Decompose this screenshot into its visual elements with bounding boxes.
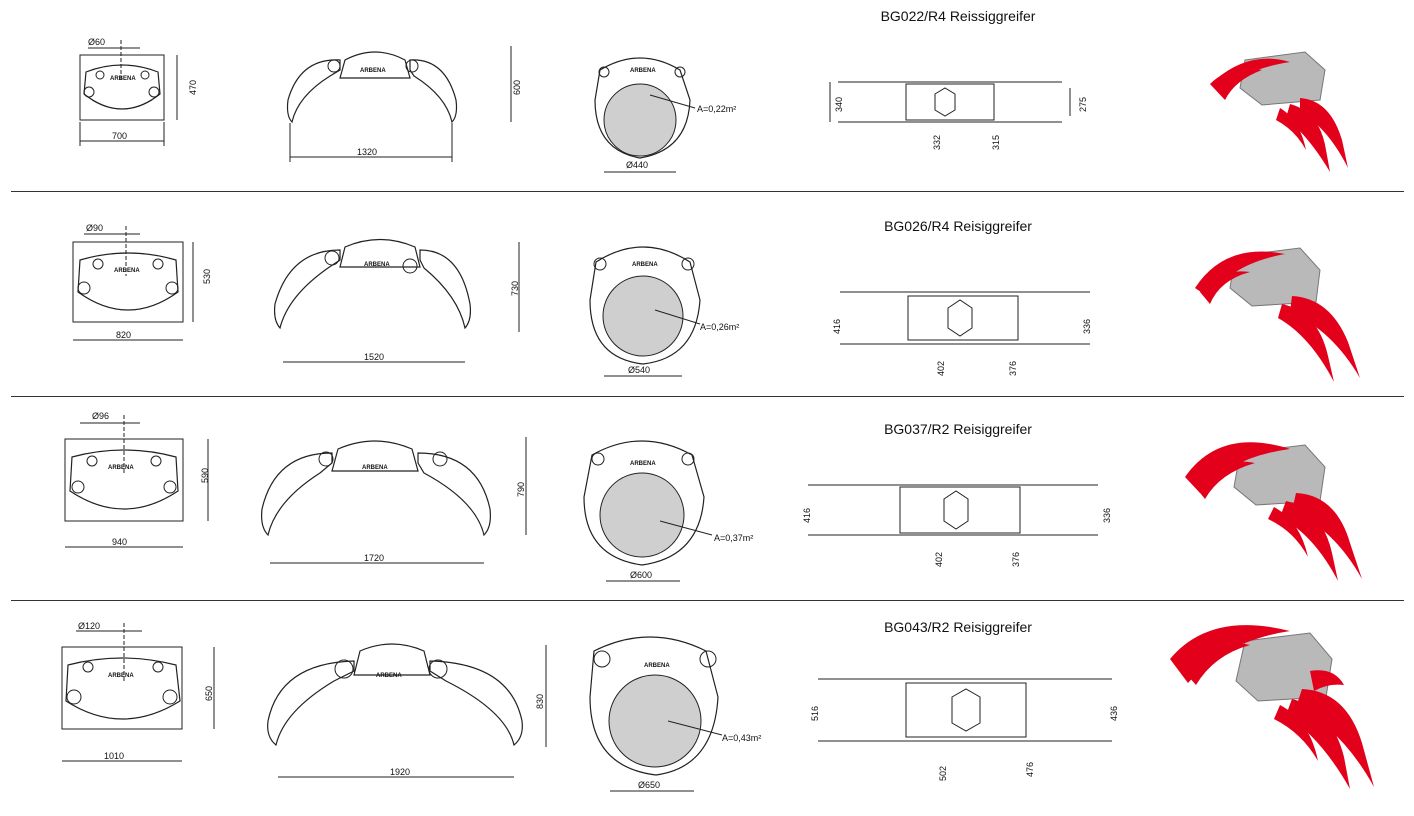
front-view: ARBENA Ø96 940 590 — [64, 411, 210, 548]
top-dim-b: 275 — [1078, 97, 1088, 112]
opening-area: A=0,26m² — [700, 322, 739, 332]
brand-plate: ARBENA — [632, 262, 658, 268]
front-view: ARBENA Ø60 700 470 — [79, 37, 198, 146]
side-height: 830 — [535, 694, 545, 709]
opening-view: ARBENA A=0,37m² Ø600 — [583, 440, 753, 582]
top-dim-d: 315 — [991, 135, 1001, 150]
opening-diameter: Ø600 — [630, 570, 652, 580]
side-span: 1320 — [357, 147, 377, 157]
grapple-3d-render — [1170, 625, 1374, 789]
brand-plate: ARBENA — [360, 68, 386, 74]
opening-diameter: Ø650 — [638, 780, 660, 790]
side-height: 600 — [512, 80, 522, 95]
side-view: ARBENA 1320 600 — [286, 46, 522, 162]
opening-area: A=0,37m² — [714, 533, 753, 543]
drawing-set: ARBENA Ø120 1010 650 ARBENA 1920 830 — [61, 621, 1374, 792]
side-view: ARBENA 1720 790 — [261, 437, 527, 564]
side-height: 790 — [516, 482, 526, 497]
drawing-set: ARBENA Ø96 940 590 ARBENA 1720 790 — [64, 411, 1362, 582]
brand-plate: ARBENA — [114, 268, 140, 274]
top-dim-a: 416 — [832, 319, 842, 334]
top-dim-c: 402 — [936, 361, 946, 376]
side-view: ARBENA 1520 730 — [273, 238, 520, 363]
top-dim-c: 402 — [934, 552, 944, 567]
brand-plate: ARBENA — [644, 663, 670, 669]
grapple-row-bg037: BG037/R2 Reisiggreifer ARBENA Ø96 940 59… — [0, 397, 1414, 600]
opening-area: A=0,22m² — [697, 104, 736, 114]
brand-plate: ARBENA — [630, 461, 656, 467]
grapple-row-bg043: BG043/R2 Reisiggreifer ARBENA Ø120 1010 … — [0, 601, 1414, 816]
front-height: 530 — [202, 269, 212, 284]
top-dim-a: 516 — [810, 706, 820, 721]
top-dim-b: 436 — [1109, 706, 1119, 721]
brand-plate: ARBENA — [630, 68, 656, 74]
top-view: 516 436 502 476 — [810, 678, 1119, 781]
brand-plate: ARBENA — [364, 262, 390, 268]
front-height: 470 — [188, 80, 198, 95]
drawing-set: ARBENA Ø90 820 530 ARBENA 1520 730 — [72, 223, 1360, 382]
grapple-row-bg022: BG022/R4 Reissiggreifer ARBENA Ø60 700 — [0, 0, 1414, 190]
opening-diameter: Ø440 — [626, 160, 648, 170]
opening-view: ARBENA A=0,26m² Ø540 — [589, 246, 739, 377]
front-height: 590 — [200, 468, 210, 483]
drawing-set: ARBENA Ø60 700 470 ARBENA — [79, 37, 1348, 173]
front-width: 820 — [116, 330, 131, 340]
top-view: 416 336 402 376 — [832, 291, 1092, 376]
grapple-3d-render — [1185, 442, 1362, 581]
row-divider — [11, 600, 1404, 601]
front-width: 700 — [112, 131, 127, 141]
top-view: 416 336 402 376 — [802, 484, 1112, 567]
top-dim-a: 416 — [802, 508, 812, 523]
brand-plate: ARBENA — [108, 465, 134, 471]
grapple-3d-render — [1210, 51, 1348, 172]
side-view: ARBENA 1920 830 — [267, 643, 547, 778]
pin-diameter: Ø90 — [86, 223, 103, 233]
brand-plate: ARBENA — [376, 673, 402, 679]
pin-diameter: Ø120 — [78, 621, 100, 631]
top-dim-c: 502 — [938, 766, 948, 781]
top-dim-b: 336 — [1102, 508, 1112, 523]
top-dim-d: 376 — [1008, 361, 1018, 376]
opening-view: ARBENA A=0,22m² Ø440 — [594, 57, 736, 173]
front-view: ARBENA Ø120 1010 650 — [61, 621, 215, 762]
front-height: 650 — [204, 686, 214, 701]
grapple-row-bg026: BG026/R4 Reisiggreifer ARBENA Ø90 820 53… — [0, 192, 1414, 396]
opening-area: A=0,43m² — [722, 733, 761, 743]
top-dim-d: 476 — [1025, 762, 1035, 777]
top-dim-b: 336 — [1082, 319, 1092, 334]
front-width: 940 — [112, 537, 127, 547]
front-view: ARBENA Ø90 820 530 — [72, 223, 212, 341]
brand-plate: ARBENA — [362, 465, 388, 471]
model-title: BG037/R2 Reisiggreifer — [884, 421, 1032, 437]
model-title: BG026/R4 Reisiggreifer — [884, 218, 1032, 234]
top-dim-c: 332 — [932, 135, 942, 150]
grapple-3d-render — [1195, 247, 1360, 382]
side-span: 1720 — [364, 553, 384, 563]
row-divider — [11, 191, 1404, 192]
side-span: 1520 — [364, 352, 384, 362]
side-span: 1920 — [390, 767, 410, 777]
brand-plate: ARBENA — [108, 673, 134, 679]
model-title: BG022/R4 Reissiggreifer — [880, 8, 1036, 24]
top-dim-a: 340 — [834, 97, 844, 112]
row-divider — [11, 396, 1404, 397]
top-dim-d: 376 — [1011, 552, 1021, 567]
opening-diameter: Ø540 — [628, 365, 650, 375]
side-height: 730 — [510, 281, 520, 296]
pin-diameter: Ø60 — [88, 37, 105, 47]
brand-plate: ARBENA — [110, 76, 136, 82]
model-title: BG043/R2 Reisiggreifer — [884, 619, 1032, 635]
front-width: 1010 — [104, 751, 124, 761]
top-view: 340 275 332 315 — [829, 81, 1088, 150]
pin-diameter: Ø96 — [92, 411, 109, 421]
opening-view: ARBENA A=0,43m² Ø650 — [589, 636, 761, 792]
